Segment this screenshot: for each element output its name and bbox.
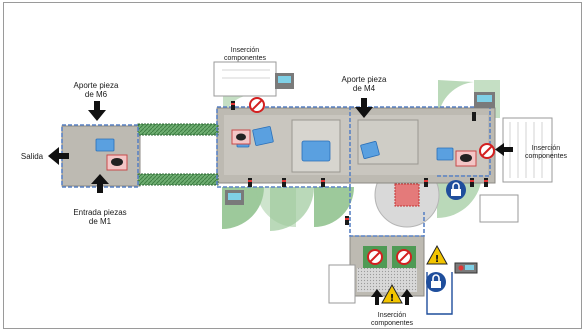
signal-light-red [231,103,488,220]
label-insercion-bottom: Inserción componentes [362,312,422,327]
label-line: Inserción [531,145,561,152]
label-entrada-m1: Entrada piezas de M1 [62,208,138,226]
warning-sign-icon: ! ! [381,244,448,304]
machine-base [61,107,496,297]
arrow-up-icon [401,289,413,305]
label-line: componentes [524,152,568,160]
no-entry-panel [363,246,416,268]
signal-light-icon [231,101,488,225]
arrow-left-icon [495,143,513,156]
access-gate [426,272,453,315]
label-salida: Salida [20,152,44,161]
svg-text:!: ! [390,293,395,304]
red-zone [394,183,420,207]
label-line: Entrada piezas [73,208,127,217]
control-panel-icon [225,73,495,274]
arrow-down-icon [88,101,106,121]
label-line: de M4 [352,84,376,93]
gripper-stations [106,129,477,171]
label-aporte-m4: Aporte pieza de M4 [328,75,400,93]
label-line: Inserción [377,312,407,319]
conveyors [137,123,219,186]
arrow-up-icon [371,289,383,305]
no-entry-sign-icon [249,97,495,159]
label-line: Inserción [230,47,260,54]
arrow-left-icon [48,147,69,165]
arrow-up-icon [91,174,109,193]
diagram-frame [3,2,582,329]
svg-text:!: ! [435,254,440,265]
label-line: componentes [370,319,414,327]
label-aporte-m6: Aporte pieza de M6 [61,81,131,99]
label-line: Aporte pieza [73,81,119,90]
box-lines [222,69,543,178]
label-line: de M1 [88,217,112,226]
arrow-down-icon [355,98,373,118]
label-line: de M6 [84,90,108,99]
label-insercion-top: Inserción componentes [215,47,275,62]
label-line: Aporte pieza [341,75,387,84]
label-line: componentes [223,54,267,62]
label-insercion-right: Inserción componentes [516,145,576,160]
padlock-icon [426,180,466,292]
flow-arrows [48,98,513,305]
